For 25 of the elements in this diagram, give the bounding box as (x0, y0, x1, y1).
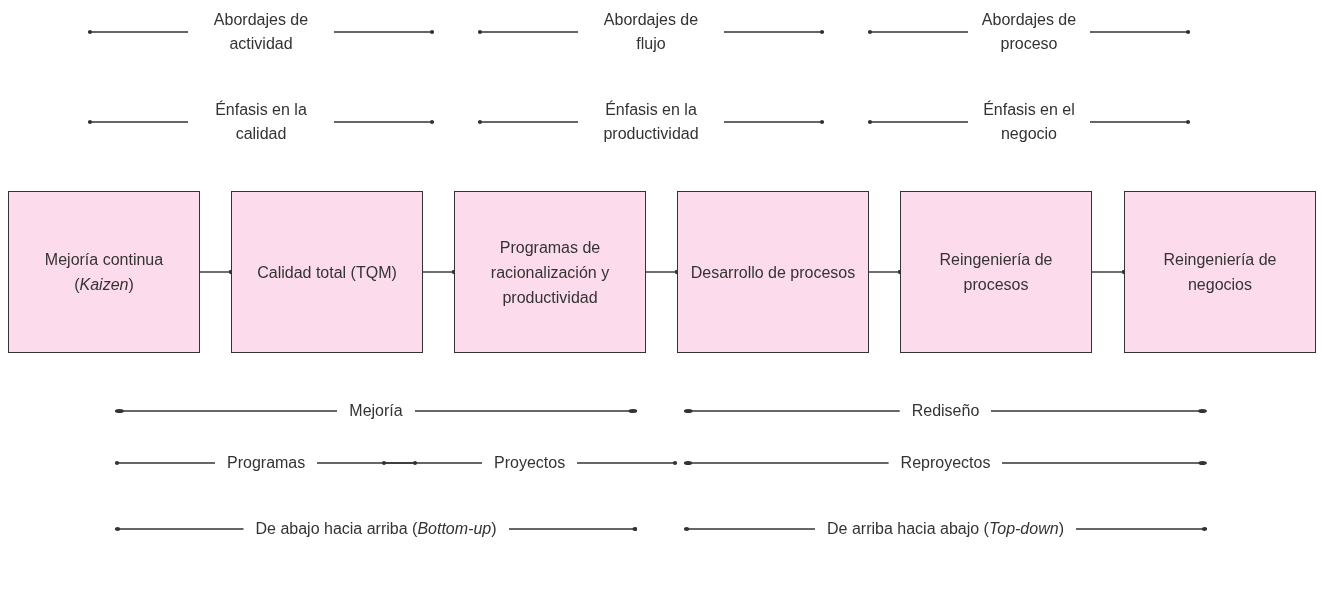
range-label: Rediseño (911, 401, 980, 421)
range-label: Énfasis en la productividad (602, 99, 700, 144)
range-label: Énfasis en el negocio (982, 99, 1076, 144)
box-label: Mejoría continua (Kaizen) (43, 250, 165, 295)
box-label: Reingeniería de negocios (1162, 250, 1278, 295)
box-label: Programas de racionalización y productividad (489, 237, 611, 308)
range-label: Abordajes de flujo (602, 10, 700, 54)
process-box (454, 191, 646, 353)
process-box (677, 191, 869, 353)
process-box (1124, 191, 1316, 353)
range-label: Énfasis en la calidad (214, 99, 308, 144)
range-label: De abajo hacia arriba (Bottom-up) (255, 519, 497, 539)
box-label: Desarrollo de procesos (690, 262, 856, 283)
process-box (8, 191, 200, 353)
range-label: Programas (227, 453, 306, 473)
range-label: Mejoría (349, 401, 403, 421)
range-label: Abordajes de proceso (980, 10, 1078, 54)
range-label: Proyectos (494, 453, 566, 473)
range-label: De arriba hacia abajo (Top-down) (827, 519, 1064, 539)
range-label: Reproyectos (900, 453, 991, 473)
box-label: Reingeniería de procesos (938, 250, 1054, 295)
box-label: Calidad total (TQM) (257, 262, 397, 283)
process-box (231, 191, 423, 353)
range-label: Abordajes de actividad (212, 10, 310, 54)
process-box (900, 191, 1092, 353)
